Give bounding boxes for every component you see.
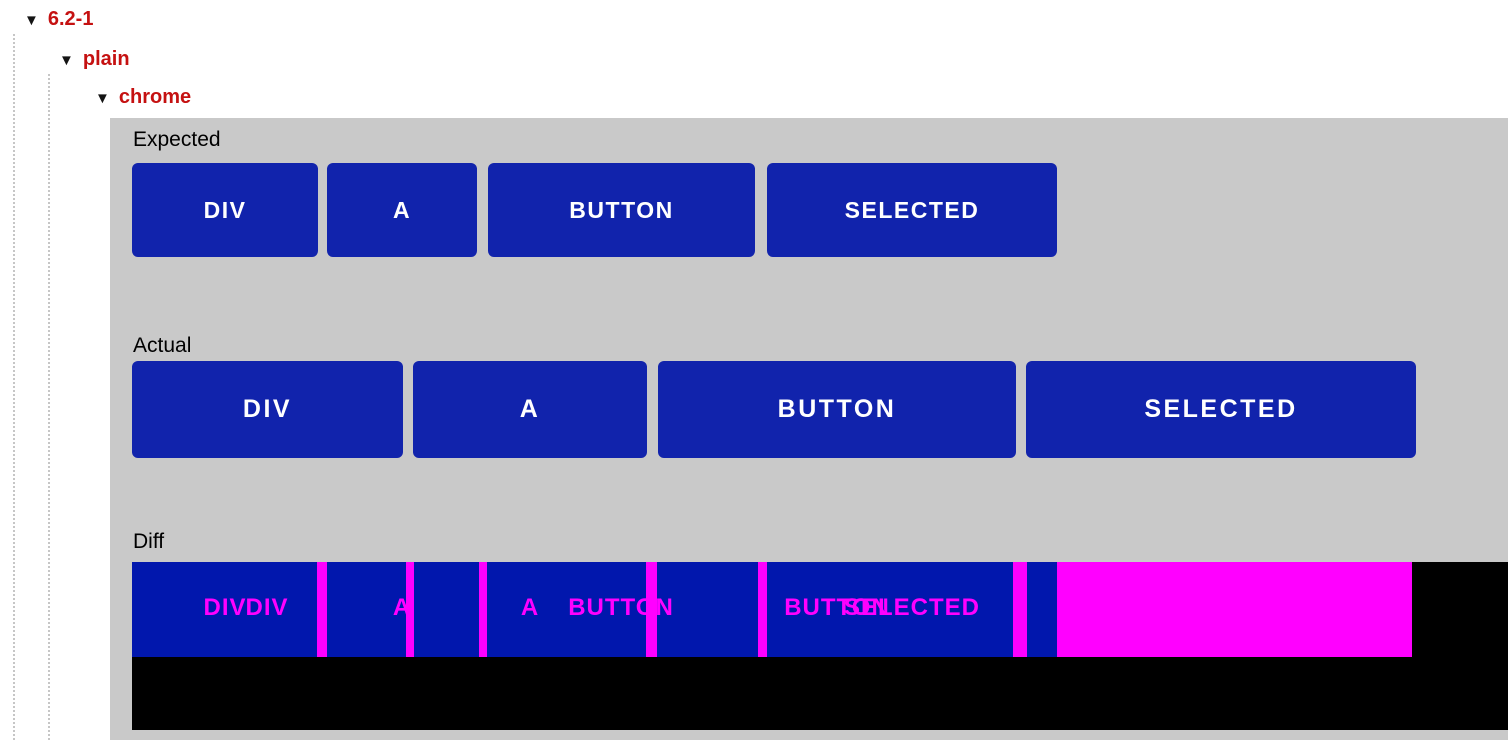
diff-text-expected-a: A bbox=[392, 594, 412, 621]
diff-section-label: Diff bbox=[133, 530, 165, 553]
diff-screenshot[interactable]: DIV A BUTTON SELECTED DIV A BUTTON SELEC… bbox=[132, 562, 1508, 730]
expected-screenshot[interactable]: DIV A BUTTON SELECTED bbox=[110, 163, 1508, 257]
expected-button-a: A bbox=[327, 163, 477, 257]
expected-section-label: Expected bbox=[133, 128, 221, 151]
actual-button-div: DIV bbox=[132, 361, 403, 458]
diff-text-actual-div: DIV bbox=[245, 594, 289, 621]
collapse-triangle-icon[interactable]: ▼ bbox=[59, 52, 74, 69]
actual-section-label: Actual bbox=[133, 334, 192, 357]
diff-stripe bbox=[646, 562, 657, 657]
tree-indent-guide bbox=[48, 74, 50, 740]
collapse-triangle-icon[interactable]: ▼ bbox=[95, 90, 110, 107]
actual-button-button: BUTTON bbox=[658, 361, 1016, 458]
expected-button-selected: SELECTED bbox=[767, 163, 1057, 257]
diff-stripe bbox=[1013, 562, 1027, 657]
collapse-triangle-icon[interactable]: ▼ bbox=[24, 12, 39, 29]
tree-node-6-2-1[interactable]: ▼ 6.2-1 bbox=[24, 8, 93, 31]
actual-screenshot[interactable]: DIV A BUTTON SELECTED bbox=[110, 361, 1508, 458]
tree-node-label: 6.2-1 bbox=[47, 8, 94, 30]
tree-node-label: plain bbox=[82, 48, 130, 70]
diff-stripe bbox=[406, 562, 414, 657]
actual-button-a: A bbox=[413, 361, 647, 458]
test-result-panel: Expected DIV A BUTTON SELECTED Actual DI… bbox=[110, 118, 1508, 740]
diff-stripe bbox=[758, 562, 767, 657]
tree-node-chrome[interactable]: ▼ chrome bbox=[95, 86, 191, 109]
expected-button-div: DIV bbox=[132, 163, 318, 257]
diff-stripe bbox=[479, 562, 487, 657]
diff-stripe bbox=[317, 562, 327, 657]
actual-button-selected: SELECTED bbox=[1026, 361, 1416, 458]
diff-text-expected-selected: SELECTED bbox=[843, 594, 981, 621]
diff-text-expected-div: DIV bbox=[203, 594, 247, 621]
tree-node-plain[interactable]: ▼ plain bbox=[59, 48, 130, 71]
diff-blue-band bbox=[132, 562, 1057, 657]
expected-button-button: BUTTON bbox=[488, 163, 755, 257]
tree-indent-guide bbox=[13, 34, 15, 740]
diff-text-actual-a: A bbox=[520, 594, 540, 621]
diff-text-expected-button: BUTTON bbox=[568, 594, 674, 621]
diff-changed-region bbox=[1057, 562, 1412, 657]
tree-node-label: chrome bbox=[118, 86, 192, 108]
diff-text-actual-button: BUTTON bbox=[784, 594, 890, 621]
diff-text-actual-selected: SELECTED bbox=[1152, 594, 1290, 621]
